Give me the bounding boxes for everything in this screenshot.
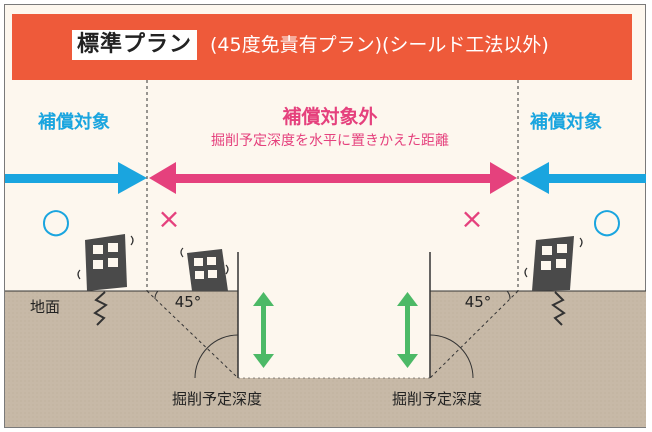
soil-right [430,291,646,378]
building-icon [180,247,229,291]
plan-name: 標準プラン [72,30,197,60]
plan-subtitle: (45度免責有プラン)(シールド工法以外) [210,34,549,56]
covered-label-left: 補償対象 [38,112,110,133]
angle-arc-left [154,290,159,300]
excluded-note: 掘削予定深度を水平に置きかえた距離 [211,133,449,149]
angle-line-left [146,290,239,379]
covered-mark-left: ○ [41,201,71,241]
depth-arc-left [194,334,239,379]
crack-icon [93,291,108,326]
angle-label-right: 45° [465,293,492,311]
not-covered-mark-right: × [460,202,483,235]
covered-arrow-right [520,162,646,194]
depth-label-right: 掘削予定深度 [392,390,483,408]
ground-label: 地面 [30,298,61,316]
excluded-range-arrow [149,162,517,194]
not-covered-mark-left: × [157,202,180,235]
excluded-label: 補償対象外 [282,106,378,128]
depth-arc-right [429,334,474,379]
depth-label-left: 掘削予定深度 [172,390,263,408]
soil-left [5,291,238,378]
covered-mark-right: ○ [592,201,622,241]
angle-line-right [429,290,519,379]
depth-arrow-left [253,292,274,368]
building-icon [77,234,134,291]
angle-arc-right [506,290,511,300]
depth-arrow-right [397,292,418,368]
covered-label-right: 補償対象 [530,112,602,133]
angle-label-left: 45° [175,293,202,311]
building-icon [524,236,583,291]
crack-icon [551,291,566,326]
soil-bottom [5,378,646,427]
covered-arrow-left [5,162,147,194]
